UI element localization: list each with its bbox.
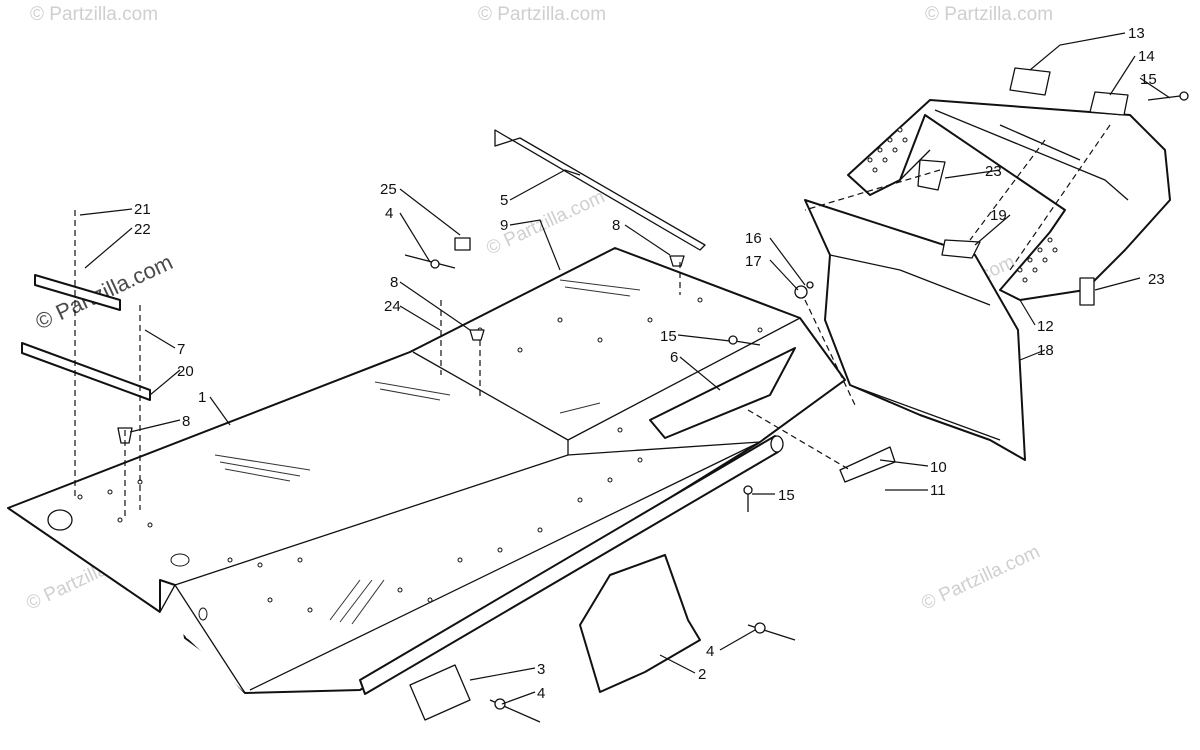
callout-5: 5 [500,192,508,209]
callout-4: 4 [385,205,393,222]
rivet-holes [77,297,763,613]
callout-8: 8 [182,413,190,430]
callout-13: 13 [1128,25,1145,42]
watermark: © Partzilla.com [478,4,606,25]
callout-17: 17 [745,253,762,270]
leader-lines [79,32,1171,705]
callout-22: 22 [134,221,151,238]
callout-4: 4 [537,685,545,702]
snow-flap-assembly [794,199,1026,461]
callout-11: 11 [930,482,946,499]
callout-4: 4 [706,643,714,660]
callout-8: 8 [390,274,398,291]
callout-7: 7 [177,341,185,358]
callout-21: 21 [134,201,151,218]
callout-9: 9 [500,217,508,234]
tunnel-assembly [7,247,846,695]
surface-hatching [214,279,641,625]
callout-18: 18 [1037,342,1054,359]
callout-15: 15 [778,487,795,504]
callout-6: 6 [670,349,678,366]
callout-10: 10 [930,459,947,476]
callout-3: 3 [537,661,545,678]
callout-23: 23 [1148,271,1165,288]
small-parts [21,129,896,723]
watermark: © Partzilla.com [925,4,1053,25]
callout-24: 24 [384,298,401,315]
callout-19: 19 [990,207,1007,224]
callout-15: 15 [660,328,677,345]
fastener-pins [74,124,1111,520]
callout-16: 16 [745,230,762,247]
callout-8: 8 [612,217,620,234]
callout-1: 1 [198,389,206,406]
callout-14: 14 [1138,48,1155,65]
watermark: © Partzilla.com [32,249,177,334]
callout-15: 15 [1140,71,1157,88]
watermark: © Partzilla.com [30,4,158,25]
callout-2: 2 [698,666,706,683]
step-pad-dots [867,127,1058,283]
callout-25: 25 [380,181,397,198]
watermark: © Partzilla.com [918,541,1043,614]
callout-20: 20 [177,363,194,380]
callout-23: 23 [985,163,1002,180]
callout-12: 12 [1037,318,1054,335]
callout-labels: 21 22 7 20 1 8 25 4 8 24 5 9 8 15 6 16 1… [134,25,1165,702]
